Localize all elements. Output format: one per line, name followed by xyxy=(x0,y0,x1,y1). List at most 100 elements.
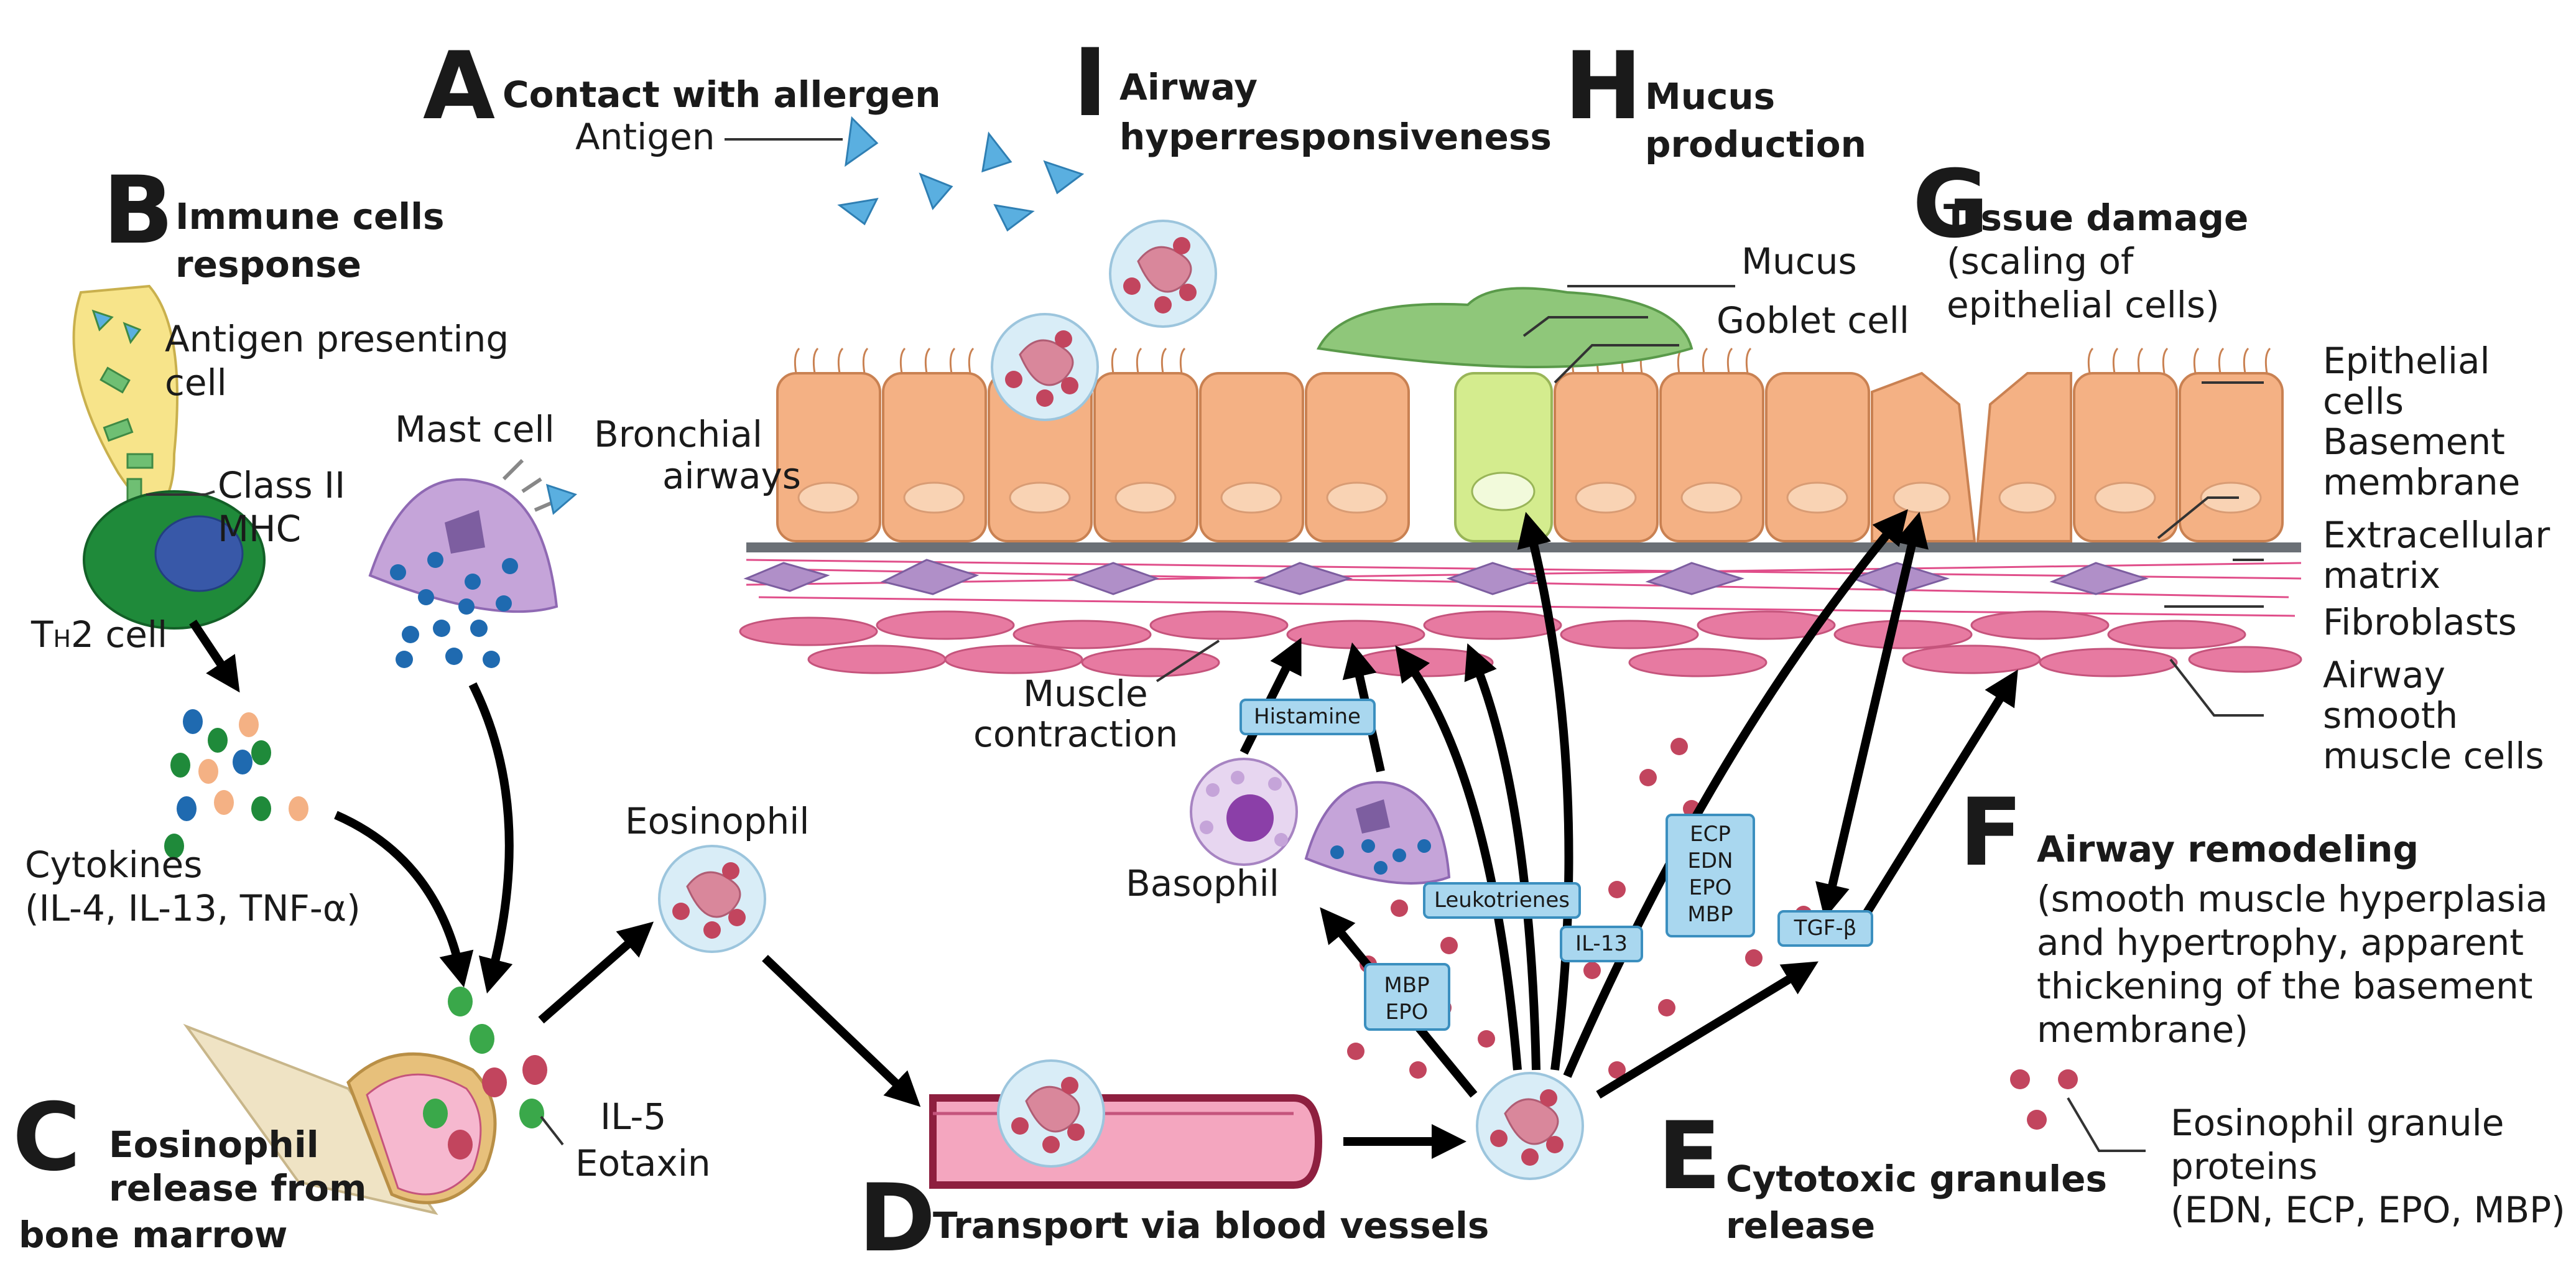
panel-b-title-line2: response xyxy=(175,243,361,286)
basement-label-line2: membrane xyxy=(2323,461,2520,503)
asm-label-line2: smooth xyxy=(2323,694,2458,737)
panel-f-desc-line1: (smooth muscle hyperplasia xyxy=(2037,878,2548,920)
label-pointer-lines xyxy=(1156,285,2264,1152)
antigen-label: Antigen xyxy=(575,116,715,158)
granule-label-line1: Eosinophil granule xyxy=(2171,1102,2504,1144)
mucus-pointer-elbow xyxy=(1522,316,1648,337)
panel-h-title-line1: Mucus xyxy=(1645,75,1775,118)
basement-pointer-line xyxy=(2157,496,2239,539)
panel-letter-c: C xyxy=(12,1084,81,1192)
leukotrienes-box: Leukotrienes xyxy=(1423,882,1581,919)
extracellular-matrix xyxy=(746,559,2302,617)
panel-g-desc-line1: (scaling of xyxy=(1947,240,2134,282)
panel-a-title: Contact with allergen xyxy=(503,73,941,116)
ecm-label-line2: matrix xyxy=(2323,554,2440,597)
panel-g-desc-line2: epithelial cells) xyxy=(1947,284,2220,326)
asm-label-line1: Airway xyxy=(2323,654,2445,696)
leukotrienes-label: Leukotrienes xyxy=(1434,888,1570,913)
basement-membrane xyxy=(746,542,2301,552)
panel-c-title-line2: release from xyxy=(109,1167,366,1209)
bronchial-label-line1: Bronchial xyxy=(594,413,762,455)
mucus-label: Mucus xyxy=(1741,240,1857,282)
eosinophil-floating-1 xyxy=(1109,220,1217,328)
goblet-pointer-elbow xyxy=(1554,344,1679,384)
basophil xyxy=(1190,758,1298,866)
il5-pointer-line xyxy=(540,1115,564,1146)
epithelial-label-line2: cells xyxy=(2323,380,2404,422)
panel-letter-d: D xyxy=(858,1165,936,1271)
arrow-marrow-to-eosinophil xyxy=(538,921,654,1024)
arrow-il13-to-goblet xyxy=(1517,511,1573,1071)
airway-smooth-muscle xyxy=(739,610,2302,677)
ecp-label: ECP xyxy=(1690,822,1731,847)
cytokines-label-line2: (IL-4, IL-13, TNF-α) xyxy=(25,887,361,929)
mucus-blob xyxy=(1316,287,1693,368)
panel-f-desc-line3: thickening of the basement xyxy=(2037,965,2533,1007)
th2-label-subscript: H xyxy=(53,625,71,653)
tgfb-label: TGF-β xyxy=(1794,916,1857,941)
epithelial-nuclei xyxy=(797,481,2262,514)
panel-f-title: Airway remodeling xyxy=(2037,828,2419,870)
eosinophil-label: Eosinophil xyxy=(625,800,810,842)
fibroblasts xyxy=(743,559,2149,595)
cytokine-dots xyxy=(164,709,308,858)
bone-marrow xyxy=(183,1023,497,1216)
antigen-particles xyxy=(837,116,1085,232)
panel-d-title: Transport via blood vessels xyxy=(933,1204,1489,1247)
mbp-label: MBP xyxy=(1384,973,1429,998)
arrow-epithelium-tgfb xyxy=(1815,511,1929,919)
granule-label-line3: (EDN, ECP, EPO, MBP) xyxy=(2171,1189,2565,1231)
mast-cell xyxy=(368,458,577,615)
histamine-box: Histamine xyxy=(1239,699,1376,735)
granule-pointer-line xyxy=(2067,1097,2146,1152)
bronchial-label-line2: airways xyxy=(662,455,801,497)
arrow-leukotrienes-2 xyxy=(1464,643,1541,1071)
th2-label: TH2 cell xyxy=(30,613,167,656)
panel-letter-f: F xyxy=(1959,779,2022,887)
arrow-leukotrienes xyxy=(1395,645,1522,1071)
arrow-th2-to-cytokines xyxy=(189,620,240,693)
il13-label: IL-13 xyxy=(1575,931,1628,956)
panel-i-title-line1: Airway xyxy=(1119,66,1258,108)
panel-c-title-line1: Eosinophil xyxy=(109,1123,319,1166)
goblet-cell xyxy=(1454,372,1553,542)
panel-e-title-line2: release xyxy=(1726,1204,1875,1247)
eosinophil-in-vessel xyxy=(997,1059,1105,1168)
muscle-label-line2: contraction xyxy=(973,713,1178,755)
mhc-pointer-line xyxy=(146,490,215,496)
basement-label-line1: Basement xyxy=(2323,421,2505,463)
panel-letter-e: E xyxy=(1657,1102,1721,1211)
panel-e-title-line1: Cytotoxic granules xyxy=(1726,1158,2107,1200)
apc-label-line1: Antigen presenting xyxy=(165,318,509,360)
ecm-label-line1: Extracellular xyxy=(2323,514,2550,556)
mast-cell-airway xyxy=(1304,781,1451,885)
panel-i-title-line2: hyperresponsiveness xyxy=(1119,116,1552,158)
goblet-cell-nucleus xyxy=(1471,472,1536,511)
panel-letter-i: I xyxy=(1073,29,1108,137)
basophil-label: Basophil xyxy=(1126,862,1279,904)
panel-f-desc-line4: membrane) xyxy=(2037,1008,2248,1051)
epithelial-label-line1: Epithelial xyxy=(2323,340,2490,382)
epithelium-layer xyxy=(776,287,2284,542)
arrow-to-tgfb xyxy=(1596,961,1818,1099)
arrow-mast-to-marrow xyxy=(468,682,514,994)
epo-label: EPO xyxy=(1386,1000,1429,1025)
panel-b-title-line1: Immune cells xyxy=(175,195,445,238)
fibroblasts-label: Fibroblasts xyxy=(2323,601,2517,643)
th2-label-suffix: 2 cell xyxy=(71,613,167,656)
mast-cell-label: Mast cell xyxy=(395,408,555,450)
blood-vessel xyxy=(929,1094,1323,1189)
arrow-eosinophil-to-vessel xyxy=(762,954,921,1107)
panel-letter-g: G xyxy=(1912,151,1989,259)
mbp-list-label: MBP xyxy=(1687,902,1733,927)
asm-pointer-line xyxy=(2169,658,2264,717)
mast-cell-granules-released xyxy=(396,620,500,668)
panel-c-title-line3: bone marrow xyxy=(19,1214,287,1256)
arrow-ecp-to-epithelium xyxy=(1563,509,1908,1078)
apc-antigen-fragments xyxy=(91,309,154,469)
th2-label-prefix: T xyxy=(30,613,53,656)
eotaxin-label: Eotaxin xyxy=(575,1142,711,1184)
granule-label-line2: proteins xyxy=(2171,1145,2317,1188)
